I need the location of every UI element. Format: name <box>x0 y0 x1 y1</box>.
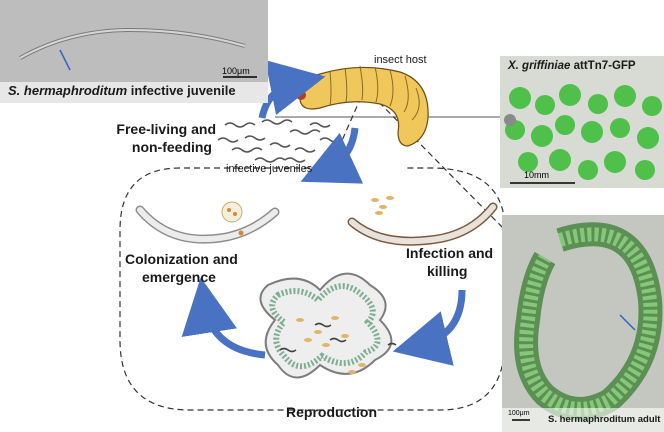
juvenile-caption-species: S. hermaphroditum <box>8 83 128 98</box>
arrow-from-host <box>300 127 364 184</box>
plate-caption-rest: attTn7-GFP <box>570 60 636 72</box>
worm-infection <box>347 196 498 246</box>
bacteria-cluster <box>371 196 394 215</box>
insect-larva <box>296 65 429 147</box>
infection-label-2: killing <box>427 263 468 279</box>
colonization-label-2: emergence <box>142 269 216 285</box>
infective-juveniles-label: infective juveniles <box>226 163 313 175</box>
worm-colonization <box>135 201 280 244</box>
free-living-label-1: Free-living and <box>116 121 216 137</box>
arrow-to-host <box>258 60 326 119</box>
juvenile-micrograph <box>0 0 268 103</box>
adult-micrograph <box>502 215 664 432</box>
adult-scale-label: 100μm <box>508 410 530 417</box>
plate-scale-label: 10mm <box>524 170 550 180</box>
free-living-label-2: non-feeding <box>131 139 212 155</box>
adult-caption: S. hermaphroditum adult <box>548 414 661 425</box>
larva-head <box>296 90 306 100</box>
infection-label-1: Infection and <box>406 245 494 261</box>
plate-caption-species: X. griffiniae <box>508 60 571 72</box>
reproduction-worms <box>259 272 397 379</box>
plate-photo <box>500 56 664 188</box>
reproduction-label: Reproduction <box>286 404 377 420</box>
juvenile-squiggles <box>217 119 341 163</box>
host-link-right <box>364 87 506 231</box>
arrow-colonization <box>181 277 266 359</box>
juvenile-scale-label: 100μm <box>222 66 250 76</box>
arrow-infection <box>392 289 466 366</box>
bacteria-bubble <box>221 201 243 223</box>
insect-host-label: insect host <box>374 54 427 66</box>
juvenile-caption-rest: infective juvenile <box>127 83 236 98</box>
plate-caption: X. griffiniae attTn7-GFP <box>508 60 636 72</box>
juvenile-caption: S. hermaphroditum infective juvenile <box>8 83 236 98</box>
cycle-boundary <box>119 167 506 411</box>
colonization-label-1: Colonization and <box>125 251 238 267</box>
